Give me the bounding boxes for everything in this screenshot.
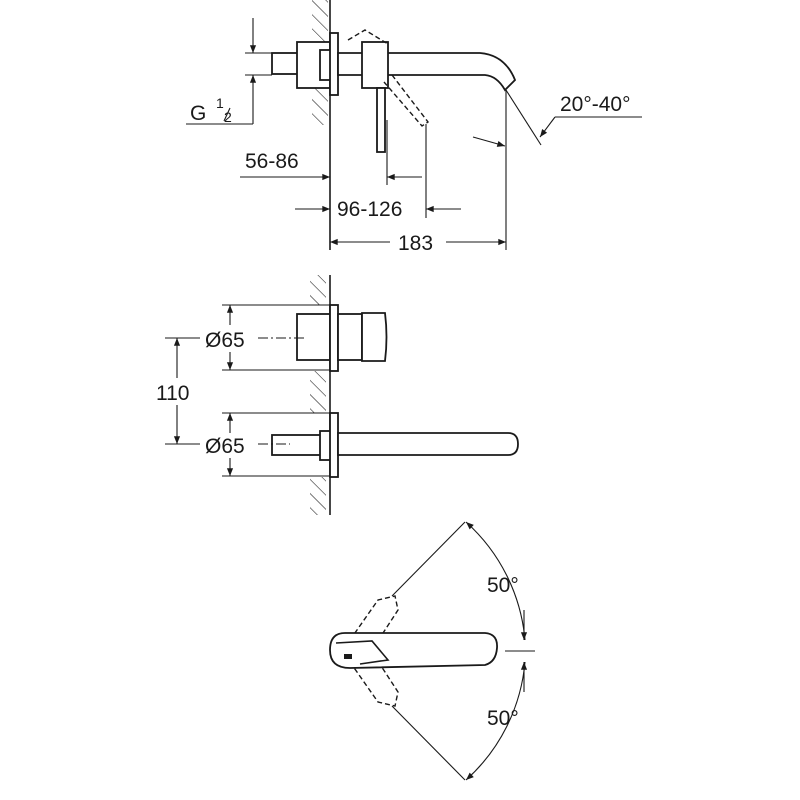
- angle-down-label: 50°: [487, 707, 519, 730]
- dim-lever-reach: 96-126: [337, 198, 402, 221]
- thread-label: G: [190, 102, 206, 125]
- side-view: G 1 2 20°-40° 56-86 96-126 183: [186, 0, 642, 255]
- spout-connector: [271, 434, 323, 456]
- lever-handle-top: [329, 632, 498, 669]
- arc-down: [465, 661, 526, 781]
- angle-ray-up: [391, 521, 466, 597]
- handle-rotated-down: [349, 651, 399, 707]
- dim-spout-projection: 183: [398, 232, 433, 255]
- angle-up-label: 50°: [487, 574, 519, 597]
- handle-indicator: [344, 654, 352, 659]
- lever: [376, 87, 386, 153]
- front-view: Ø65 110 Ø65: [156, 275, 519, 515]
- handle-knob: [361, 312, 388, 362]
- top-view: 50° 50°: [329, 521, 535, 781]
- handle-sleeve: [337, 313, 363, 361]
- arc-up: [465, 521, 526, 641]
- thread-label-num: 1: [216, 95, 224, 111]
- spout-top: [337, 432, 519, 456]
- dim-center-distance: 110: [156, 382, 189, 405]
- handle-rotated-up: [349, 595, 399, 651]
- handle-detail: [335, 640, 390, 665]
- dim-wall-depth: 56-86: [245, 150, 299, 173]
- thread-label-den: 2: [224, 109, 232, 125]
- lever-tilted-dashed: [347, 29, 430, 127]
- angle-arrow: [539, 116, 556, 138]
- angle-label: 20°-40°: [560, 93, 631, 116]
- flange-top: [329, 304, 339, 372]
- flange-bottom: [329, 412, 339, 478]
- angle-arrow-2: [472, 136, 506, 147]
- dim-diameter-bottom: Ø65: [205, 435, 245, 458]
- angle-line: [505, 89, 542, 146]
- dim-diameter-top: Ø65: [205, 329, 245, 352]
- angle-ray-down: [391, 705, 466, 781]
- valve-body: [296, 313, 331, 361]
- fraction-slash: [223, 107, 231, 122]
- lever-base: [361, 41, 389, 89]
- wall-flange: [329, 32, 339, 96]
